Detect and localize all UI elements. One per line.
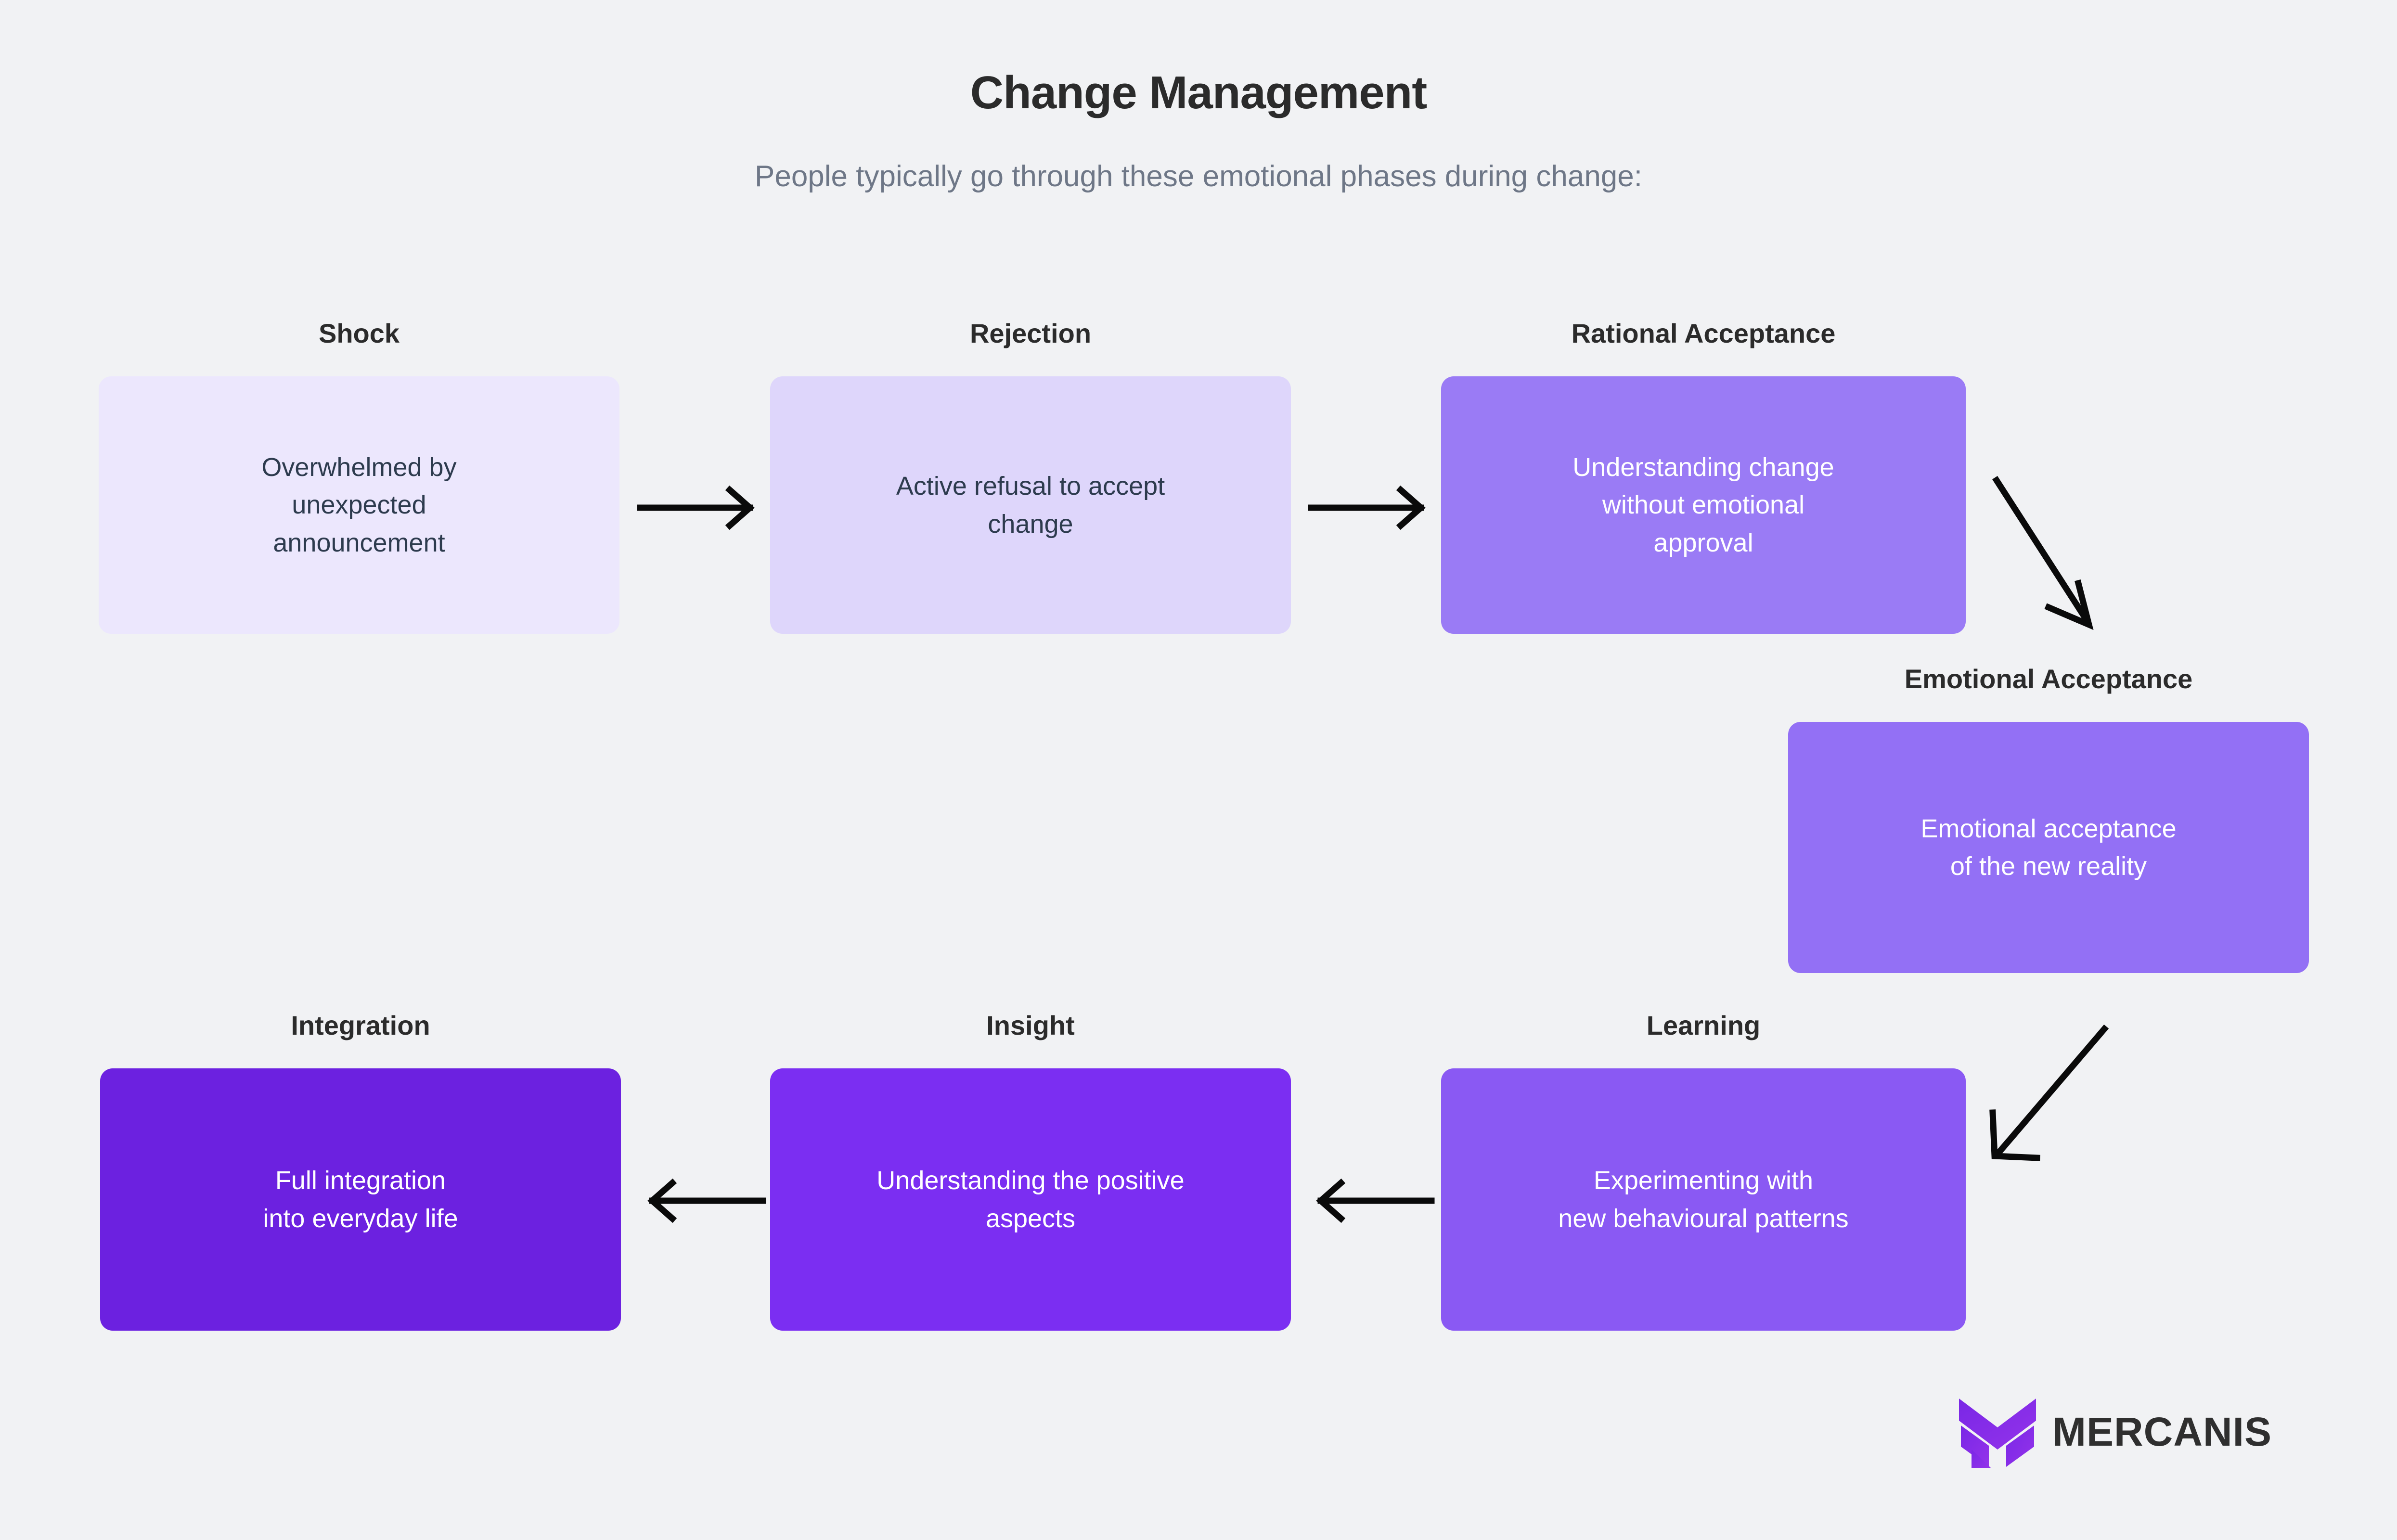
phase-label-integration: Integration — [291, 1010, 430, 1040]
phase-card-rejection[interactable]: Active refusal to accept change — [770, 376, 1291, 634]
phase-description-emotional-acceptance: Emotional acceptance of the new reality — [1920, 814, 2177, 881]
arrow-emotional-acceptance-to-learning — [1989, 1024, 2109, 1161]
phase-integration: Integration Full integration into everyd… — [100, 1011, 621, 1331]
mercanis-mark-icon — [1959, 1399, 2036, 1468]
phase-card-learning[interactable]: Experimenting with new behavioural patte… — [1441, 1068, 1966, 1331]
arrow-rejection-to-rational-acceptance — [1308, 485, 1426, 530]
brand-logo: MERCANIS — [1959, 1396, 2272, 1468]
phase-card-shock[interactable]: Overwhelmed by unexpected announcement — [99, 376, 619, 634]
phase-label-insight: Insight — [986, 1010, 1075, 1040]
phase-description-integration: Full integration into everyday life — [263, 1166, 458, 1233]
phase-card-rational-acceptance[interactable]: Understanding change without emotional a… — [1441, 376, 1966, 634]
phase-description-rational-acceptance: Understanding change without emotional a… — [1572, 453, 1834, 557]
phase-label-rejection: Rejection — [969, 318, 1092, 348]
phase-insight: Insight Understanding the positive aspec… — [770, 1011, 1291, 1331]
phase-card-integration[interactable]: Full integration into everyday life — [100, 1068, 621, 1331]
phase-card-emotional-acceptance[interactable]: Emotional acceptance of the new reality — [1788, 722, 2309, 973]
page-title: Change Management — [970, 67, 1427, 118]
arrow-insight-to-integration — [647, 1178, 766, 1223]
phase-shock: Shock Overwhelmed by unexpected announce… — [99, 319, 619, 634]
arrow-learning-to-insight — [1316, 1178, 1435, 1223]
phase-label-learning: Learning — [1646, 1010, 1761, 1040]
phase-label-rational-acceptance: Rational Acceptance — [1571, 318, 1836, 348]
phase-rational-acceptance: Rational Acceptance Understanding change… — [1441, 319, 1966, 634]
phase-description-shock: Overwhelmed by unexpected announcement — [261, 453, 457, 557]
phase-learning: Learning Experimenting with new behaviou… — [1441, 1011, 1966, 1331]
arrow-rational-to-emotional-acceptance — [1992, 476, 2094, 630]
arrow-shock-to-rejection — [637, 485, 755, 530]
phase-description-learning: Experimenting with new behavioural patte… — [1558, 1166, 1849, 1233]
page-subtitle: People typically go through these emotio… — [754, 160, 1642, 193]
phase-card-insight[interactable]: Understanding the positive aspects — [770, 1068, 1291, 1331]
brand-wordmark: MERCANIS — [2052, 1409, 2272, 1454]
phase-emotional-acceptance: Emotional Acceptance Emotional acceptanc… — [1788, 664, 2309, 973]
phase-label-emotional-acceptance: Emotional Acceptance — [1904, 664, 2193, 694]
phase-label-shock: Shock — [318, 318, 400, 348]
phase-description-insight: Understanding the positive aspects — [876, 1166, 1185, 1233]
phase-rejection: Rejection Active refusal to accept chang… — [770, 319, 1291, 634]
phase-description-rejection: Active refusal to accept change — [896, 472, 1165, 539]
